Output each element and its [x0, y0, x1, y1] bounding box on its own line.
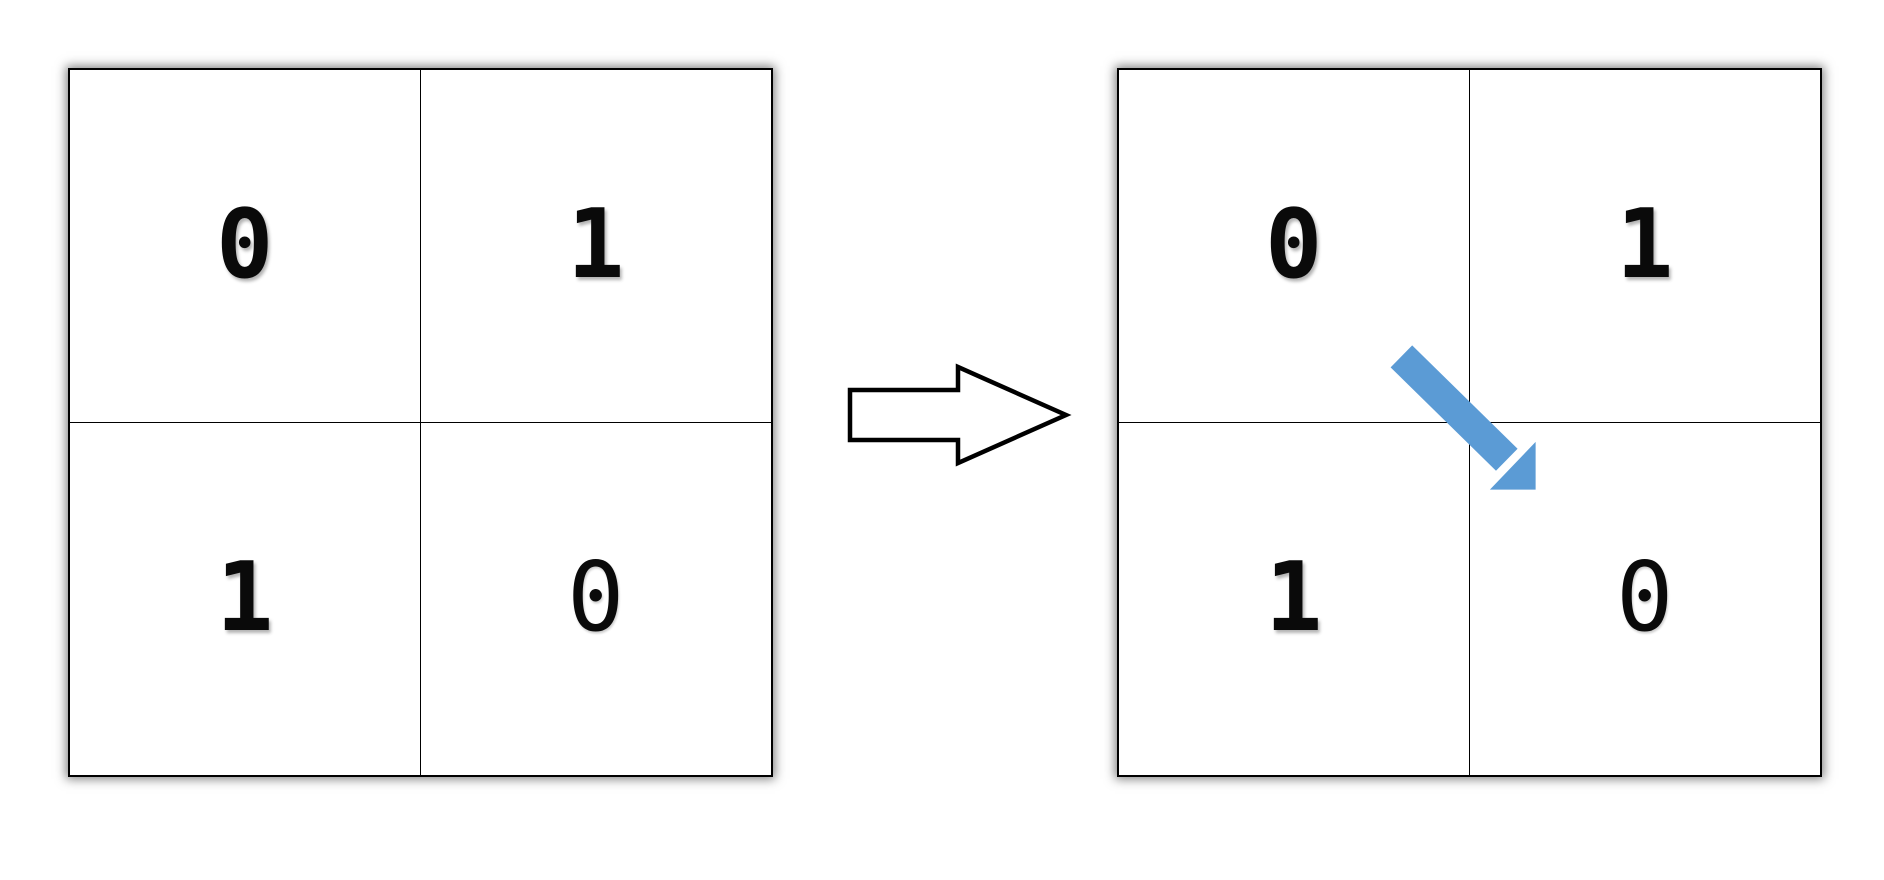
before-cell-r1c1: 0: [421, 423, 772, 776]
after-value-r1c0: 1: [1265, 543, 1323, 654]
after-value-r0c1: 1: [1616, 190, 1674, 301]
after-cell-r1c1: 0: [1470, 423, 1821, 776]
before-value-r0c1: 1: [567, 190, 625, 301]
before-value-r1c0: 1: [216, 543, 274, 654]
before-cell-r0c1: 1: [420, 70, 771, 423]
before-value-r0c0: 0: [216, 190, 274, 301]
after-cell-r0c0: 0: [1119, 70, 1470, 423]
before-cell-r1c0: 1: [70, 422, 421, 775]
after-value-r0c0: 0: [1265, 190, 1323, 301]
transform-arrow-icon: [847, 363, 1072, 467]
matrix-after: 0 1 1 0: [1117, 68, 1822, 777]
after-cell-r0c1: 1: [1469, 70, 1820, 423]
after-value-r1c1: 0: [1616, 543, 1674, 654]
after-cell-r1c0: 1: [1119, 422, 1470, 775]
before-value-r1c1: 0: [567, 543, 625, 654]
before-cell-r0c0: 0: [70, 70, 421, 423]
matrix-before: 0 1 1 0: [68, 68, 773, 777]
transform-arrow-shape: [847, 363, 1072, 467]
